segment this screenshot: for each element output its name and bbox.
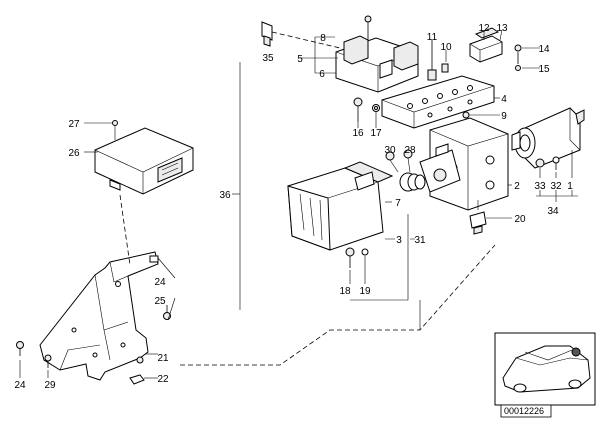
callout-33: 33	[534, 181, 546, 192]
callout-28: 28	[404, 145, 416, 156]
callout-7: 7	[395, 198, 401, 209]
callout-21: 21	[157, 353, 169, 364]
relay-12-13	[469, 27, 503, 63]
valve-manifold	[381, 75, 495, 129]
callout-32: 32	[550, 181, 562, 192]
callout-13: 13	[496, 23, 508, 34]
callout-31: 31	[414, 235, 426, 246]
solenoid-valve-block	[335, 35, 419, 93]
callout-35: 35	[262, 53, 274, 64]
piston-spring	[385, 149, 426, 192]
valve-block	[419, 117, 509, 211]
sensor-35	[261, 21, 273, 47]
bracket-fasteners	[16, 305, 171, 385]
callout-22: 22	[157, 374, 169, 385]
callout-18: 18	[339, 286, 351, 297]
callout-20: 20	[514, 214, 526, 225]
callout-2: 2	[514, 181, 520, 192]
callout-30: 30	[384, 145, 396, 156]
callout-8: 8	[320, 33, 326, 44]
bolts-18-19	[345, 247, 369, 268]
callout-12: 12	[478, 23, 490, 34]
drawing-code: 00012226	[504, 406, 544, 416]
callout-11: 11	[427, 32, 438, 43]
callout-19: 19	[359, 286, 371, 297]
callout-25: 25	[154, 296, 166, 307]
hydraulic-unit-housing	[287, 161, 394, 251]
callout-4: 4	[501, 94, 507, 105]
callout-17: 17	[370, 128, 382, 139]
bolts-16-17	[353, 97, 380, 122]
mounting-bracket	[39, 251, 159, 381]
callout-34: 34	[547, 206, 559, 217]
callout-36: 36	[219, 190, 231, 201]
callout-24: 24	[14, 380, 26, 391]
callout-27: 27	[68, 119, 80, 130]
callout-26: 26	[68, 148, 80, 159]
callout-6: 6	[319, 69, 325, 80]
callout-14: 14	[538, 44, 550, 55]
callout-9: 9	[501, 111, 507, 122]
pump-motor	[511, 107, 585, 169]
callout-10: 10	[440, 42, 452, 53]
callout-24: 24	[154, 277, 166, 288]
control-unit	[94, 127, 194, 195]
callout-3: 3	[396, 235, 402, 246]
callout-5: 5	[297, 54, 303, 65]
vehicle-inset: 00012226	[494, 332, 596, 418]
callout-15: 15	[538, 64, 550, 75]
callout-29: 29	[44, 380, 56, 391]
callout-1: 1	[567, 181, 573, 192]
callout-16: 16	[352, 128, 364, 139]
pressure-sensor	[469, 211, 487, 235]
